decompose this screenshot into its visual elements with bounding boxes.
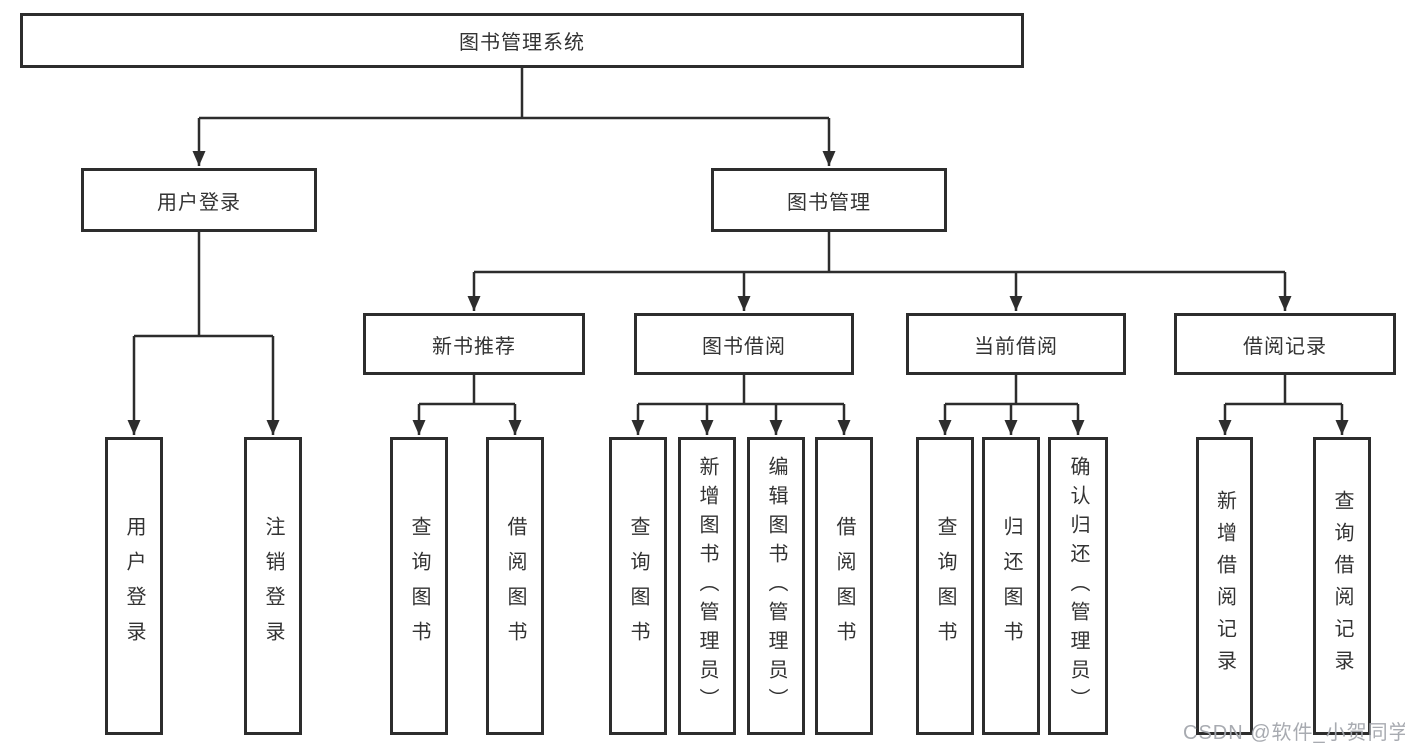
leaf-recommend-borrow-books: 借阅图书 xyxy=(486,437,544,735)
leaf-current-confirm-return-admin: 确认归还（管理员） xyxy=(1048,437,1108,735)
node-user-login-branch-label: 用户登录 xyxy=(157,191,241,214)
node-user-login-branch: 用户登录 xyxy=(81,168,317,232)
leaf-current-query-books-label: 查询图书 xyxy=(934,516,956,656)
leaf-records-add-record-label: 新增借阅记录 xyxy=(1213,490,1236,682)
leaf-current-return-books: 归还图书 xyxy=(982,437,1040,735)
leaf-borrowing-query-books: 查询图书 xyxy=(609,437,667,735)
leaf-recommend-borrow-books-label: 借阅图书 xyxy=(504,516,526,656)
leaf-borrowing-add-books-admin: 新增图书（管理员） xyxy=(678,437,736,735)
node-book-management-branch: 图书管理 xyxy=(711,168,947,232)
leaf-borrowing-edit-books-admin-label: 编辑图书（管理员） xyxy=(765,455,787,717)
node-book-management-branch-label: 图书管理 xyxy=(787,191,871,214)
leaf-recommend-query-books: 查询图书 xyxy=(390,437,448,735)
leaf-borrowing-borrow-books-label: 借阅图书 xyxy=(833,516,855,656)
leaf-user-login-label: 用户登录 xyxy=(123,516,145,656)
leaf-current-return-books-label: 归还图书 xyxy=(1000,516,1022,656)
leaf-records-query-record-label: 查询借阅记录 xyxy=(1331,490,1353,682)
leaf-recommend-query-books-label: 查询图书 xyxy=(408,516,430,656)
leaf-user-login: 用户登录 xyxy=(105,437,163,735)
node-new-book-recommend-label: 新书推荐 xyxy=(432,335,516,358)
csdn-watermark: CSDN @软件_小贺同学 xyxy=(1183,722,1405,744)
leaf-borrowing-query-books-label: 查询图书 xyxy=(627,516,649,656)
leaf-current-query-books: 查询图书 xyxy=(916,437,974,735)
node-book-borrowing: 图书借阅 xyxy=(634,313,854,375)
leaf-borrowing-borrow-books: 借阅图书 xyxy=(815,437,873,735)
node-root-label: 图书管理系统 xyxy=(459,32,585,54)
node-borrowing-records: 借阅记录 xyxy=(1174,313,1396,375)
node-current-borrowing-label: 当前借阅 xyxy=(974,335,1058,358)
leaf-records-add-record: 新增借阅记录 xyxy=(1196,437,1253,735)
node-root-library-management-system: 图书管理系统 xyxy=(20,13,1024,68)
node-book-borrowing-label: 图书借阅 xyxy=(702,335,786,358)
node-borrowing-records-label: 借阅记录 xyxy=(1243,335,1327,358)
node-current-borrowing: 当前借阅 xyxy=(906,313,1126,375)
leaf-current-confirm-return-admin-label: 确认归还（管理员） xyxy=(1067,455,1089,717)
leaf-borrowing-edit-books-admin: 编辑图书（管理员） xyxy=(747,437,805,735)
leaf-logout-label: 注销登录 xyxy=(262,516,284,656)
leaf-records-query-record: 查询借阅记录 xyxy=(1313,437,1371,735)
leaf-logout: 注销登录 xyxy=(244,437,302,735)
leaf-borrowing-add-books-admin-label: 新增图书（管理员） xyxy=(696,455,718,717)
node-new-book-recommend: 新书推荐 xyxy=(363,313,585,375)
